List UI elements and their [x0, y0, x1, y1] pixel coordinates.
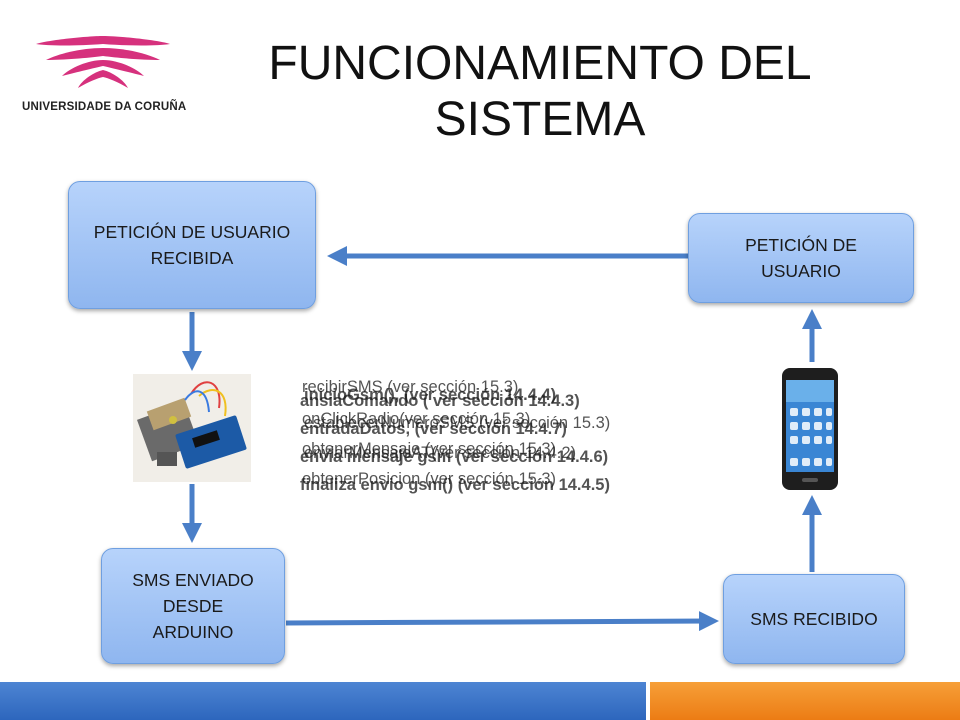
function-references: recibirSMS (ver sección 15.3) inicioGsm(…	[300, 378, 740, 498]
footer-orange-segment	[650, 680, 960, 720]
footer-bar	[0, 680, 960, 720]
ref-entrada-datos: entradaDatos, (ver sección 14.4.7)	[300, 420, 567, 438]
footer-divider	[0, 680, 960, 682]
ref-ansia-comando: ansiaComando ( ver sección 14.4.3)	[300, 392, 580, 410]
node-sms-recibido: SMS RECIBIDO	[723, 574, 905, 664]
ref-inicio-gsm: inicioGsm(), (ver sección 14.4.4)	[304, 386, 557, 404]
arduino-board-image	[133, 374, 251, 482]
node-peticion-recibida: PETICIÓN DE USUARIO RECIBIDA	[68, 181, 316, 309]
ref-finaliza-envio-gsm: finaliza envio gsm() (ver sección 14.4.5…	[300, 476, 610, 494]
node-sms-enviado: SMS ENVIADO DESDE ARDUINO	[101, 548, 285, 664]
smartphone-icon	[782, 368, 838, 490]
node-peticion-usuario: PETICIÓN DE USUARIO	[688, 213, 914, 303]
node-sms-recibido-label: SMS RECIBIDO	[750, 609, 878, 629]
university-logo: UNIVERSIDADE DA CORUÑA	[18, 30, 188, 130]
university-name: UNIVERSIDADE DA CORUÑA	[22, 101, 187, 113]
ref-obtener-posicion: obtenerPosicion (ver sección 15.3)	[302, 470, 557, 488]
logo-emblem-icon	[36, 36, 170, 88]
ref-onclick-radio: onClickRadio(ver sección 15.3)	[302, 410, 531, 428]
ref-enviar-mensaje-at: enviarMensajeAT(ver sección 14.4.2)	[304, 444, 577, 462]
ref-recibir-sms: recibirSMS (ver sección 15.3)	[302, 378, 519, 396]
node-peticion-usuario-label: PETICIÓN DE USUARIO	[745, 235, 857, 281]
footer-blue-segment	[0, 680, 646, 720]
ref-establecer-numero: establecerNumeroSMS (ver sección 15.3)	[304, 414, 611, 432]
ref-envia-mensaje-gsm: envia mensaje gsm (ver sección 14.4.6)	[300, 448, 609, 466]
node-sms-enviado-label: SMS ENVIADO DESDE ARDUINO	[132, 570, 254, 642]
page-title: FUNCIONAMIENTO DEL SISTEMA	[268, 37, 812, 146]
ref-obtener-mensaje: obtenerMensaje (ver sección 15.3)	[302, 440, 557, 458]
arrow-to-sms-recibido	[285, 611, 719, 632]
node-peticion-recibida-label: PETICIÓN DE USUARIO RECIBIDA	[93, 222, 291, 268]
